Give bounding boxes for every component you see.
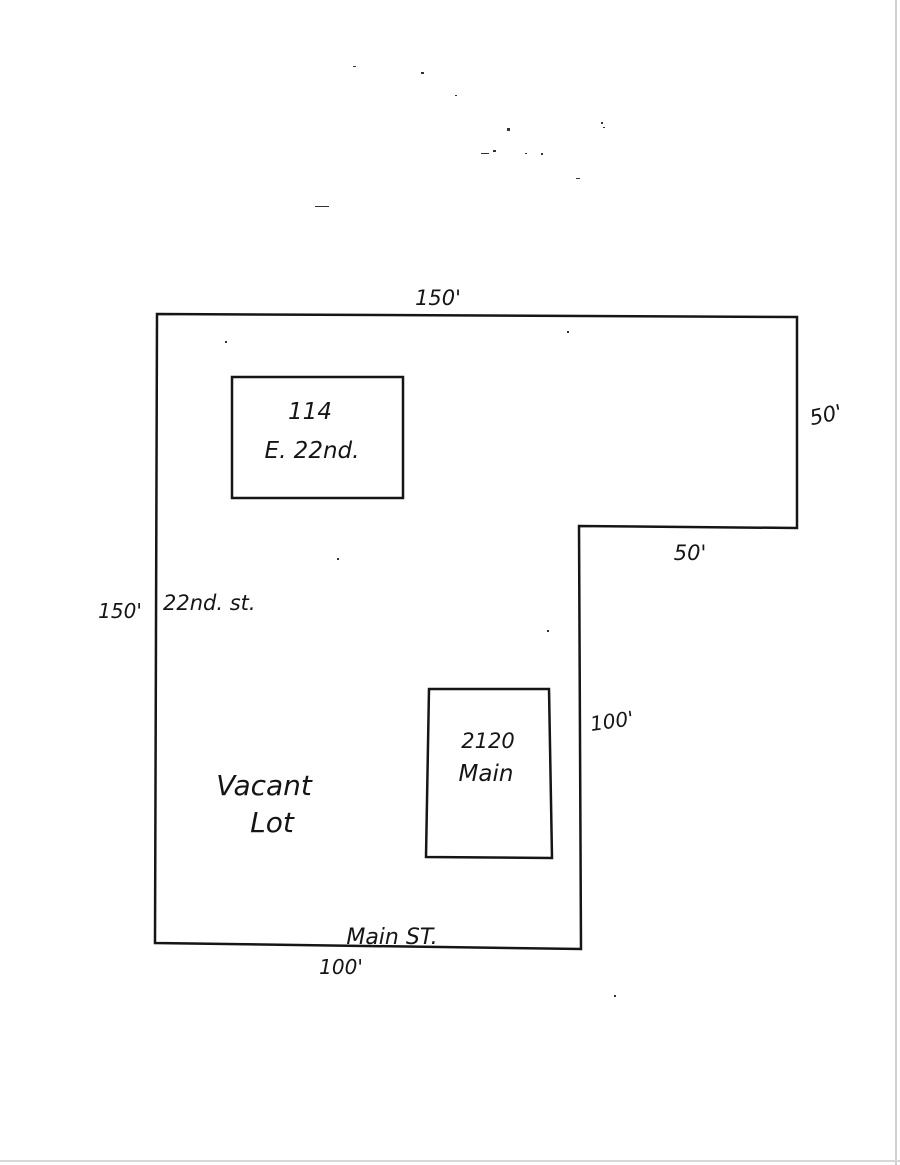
bottom-dimension-label: 100'	[319, 955, 363, 979]
right-upper-dimension-label: 50'	[807, 400, 844, 430]
building-1-number-label: 114	[288, 399, 332, 425]
main-street-label: Main ST.	[346, 925, 437, 950]
building-2120-main	[424, 687, 554, 860]
building-1-street-label: E. 22nd.	[265, 438, 360, 464]
left-dimension-label: 150'	[98, 599, 142, 623]
lot-boundary	[153, 312, 799, 951]
building-114-e-22nd	[230, 375, 405, 500]
vacant-lot-label-line1: Vacant	[216, 769, 313, 802]
vacant-lot-label-line2: Lot	[250, 806, 295, 839]
right-lower-dimension-label: 100'	[589, 706, 636, 736]
top-dimension-label: 150'	[415, 286, 461, 310]
notch-dimension-label: 50'	[674, 541, 707, 565]
building-2-street-label: Main	[459, 761, 514, 787]
scan-specks	[225, 66, 616, 997]
building-2-number-label: 2120	[461, 729, 514, 753]
street-22nd-label: 22nd. st.	[163, 591, 256, 615]
